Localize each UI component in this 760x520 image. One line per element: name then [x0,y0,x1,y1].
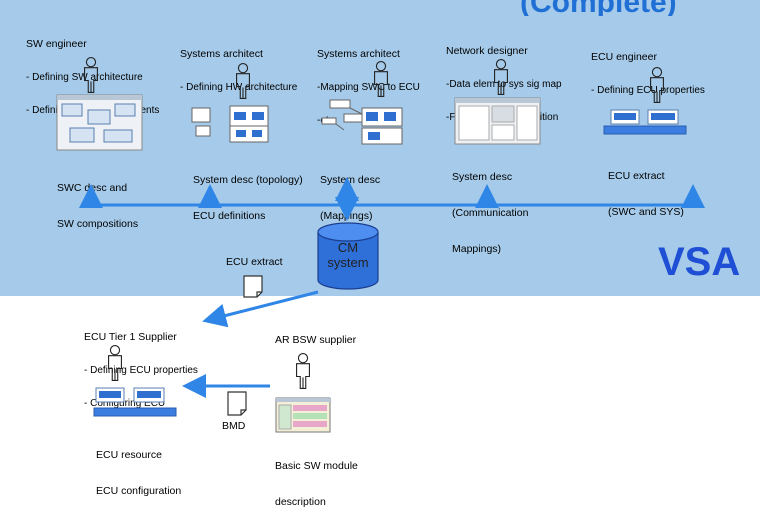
bmd-label: BMD [222,420,246,432]
role-item: -Mapping SWC to ECU [317,82,420,93]
diagram-title-fragment: (Complete) [520,0,760,16]
role-title: ECU Tier 1 Supplier [84,331,177,343]
artifact-line: System desc (topology) [193,174,303,186]
person-icon [236,63,250,99]
artifact-system-desc-communication: System desc (Communication Mappings) [452,147,528,267]
cm-line: CM [337,240,359,255]
role-item: - Defining ECU properties [84,365,198,376]
artifact-system-desc-topology: System desc (topology) ECU definitions [193,150,303,234]
artifact-line: (SWC and SYS) [608,206,684,218]
role-item: - Defining SW architecture [26,72,143,83]
role-title: Systems architect [317,48,400,60]
artifact-line: Basic SW module [275,460,358,472]
role-item: -Data elem to sys sig map [446,79,562,90]
topology-diagram-thumbnail [191,105,269,143]
role-title: Systems architect [180,48,263,60]
role-systems-architect-hw: Systems architect - Defining HW architec… [180,27,297,104]
role-title: ECU engineer [591,51,657,63]
swc-screenshot-thumbnail [56,94,143,151]
person-icon [108,345,122,381]
artifact-line: System desc [452,171,513,183]
communication-screenshot-thumbnail [454,97,541,145]
person-icon [84,57,98,93]
role-item: - Configuring ECU [84,398,166,409]
document-icon [227,391,247,416]
vsa-label: VSA [658,240,741,284]
document-icon [243,275,263,298]
artifact-line: (Communication [452,207,529,219]
ecu-extract-thumbnail [603,109,687,135]
role-title: SW engineer [26,38,87,50]
role-item: - Defining HW architecture [180,82,298,93]
role-ecu-engineer: ECU engineer - Defining ECU properties [591,30,705,107]
artifact-line: ECU resource [96,449,162,461]
artifact-line: ECU definitions [193,210,266,222]
artifact-line: ECU extract [608,170,665,182]
artifact-line: SW compositions [57,218,139,230]
role-item: - Defining ECU properties [591,85,705,96]
arrow-to-tier1 [202,290,319,328]
diagram-graphics [56,57,705,433]
artifact-ecu-extract: ECU extract (SWC and SYS) [608,146,684,230]
mappings-diagram-thumbnail [321,99,403,145]
artifact-line: ECU configuration [96,485,182,497]
person-icon [650,67,664,103]
ecu-resource-thumbnail [93,387,177,417]
tier1-supplier: ECU Tier 1 Supplier - Defining ECU prope… [84,310,198,420]
ecu-extract-doc-label: ECU extract [226,256,283,268]
bsw-supplier-label: AR BSW supplier [275,334,357,346]
person-icon [374,61,388,97]
artifact-line: description [275,496,326,508]
cm-system-label: CM system [318,240,378,270]
person-icon [296,353,310,389]
bsw-screenshot-thumbnail [275,397,331,433]
person-icon [494,59,508,95]
artifact-line: Mappings) [452,243,502,255]
cm-system-database-icon [317,222,379,290]
connection-bus [79,177,705,221]
cm-line: system [327,255,369,270]
role-title: Network designer [446,45,528,57]
